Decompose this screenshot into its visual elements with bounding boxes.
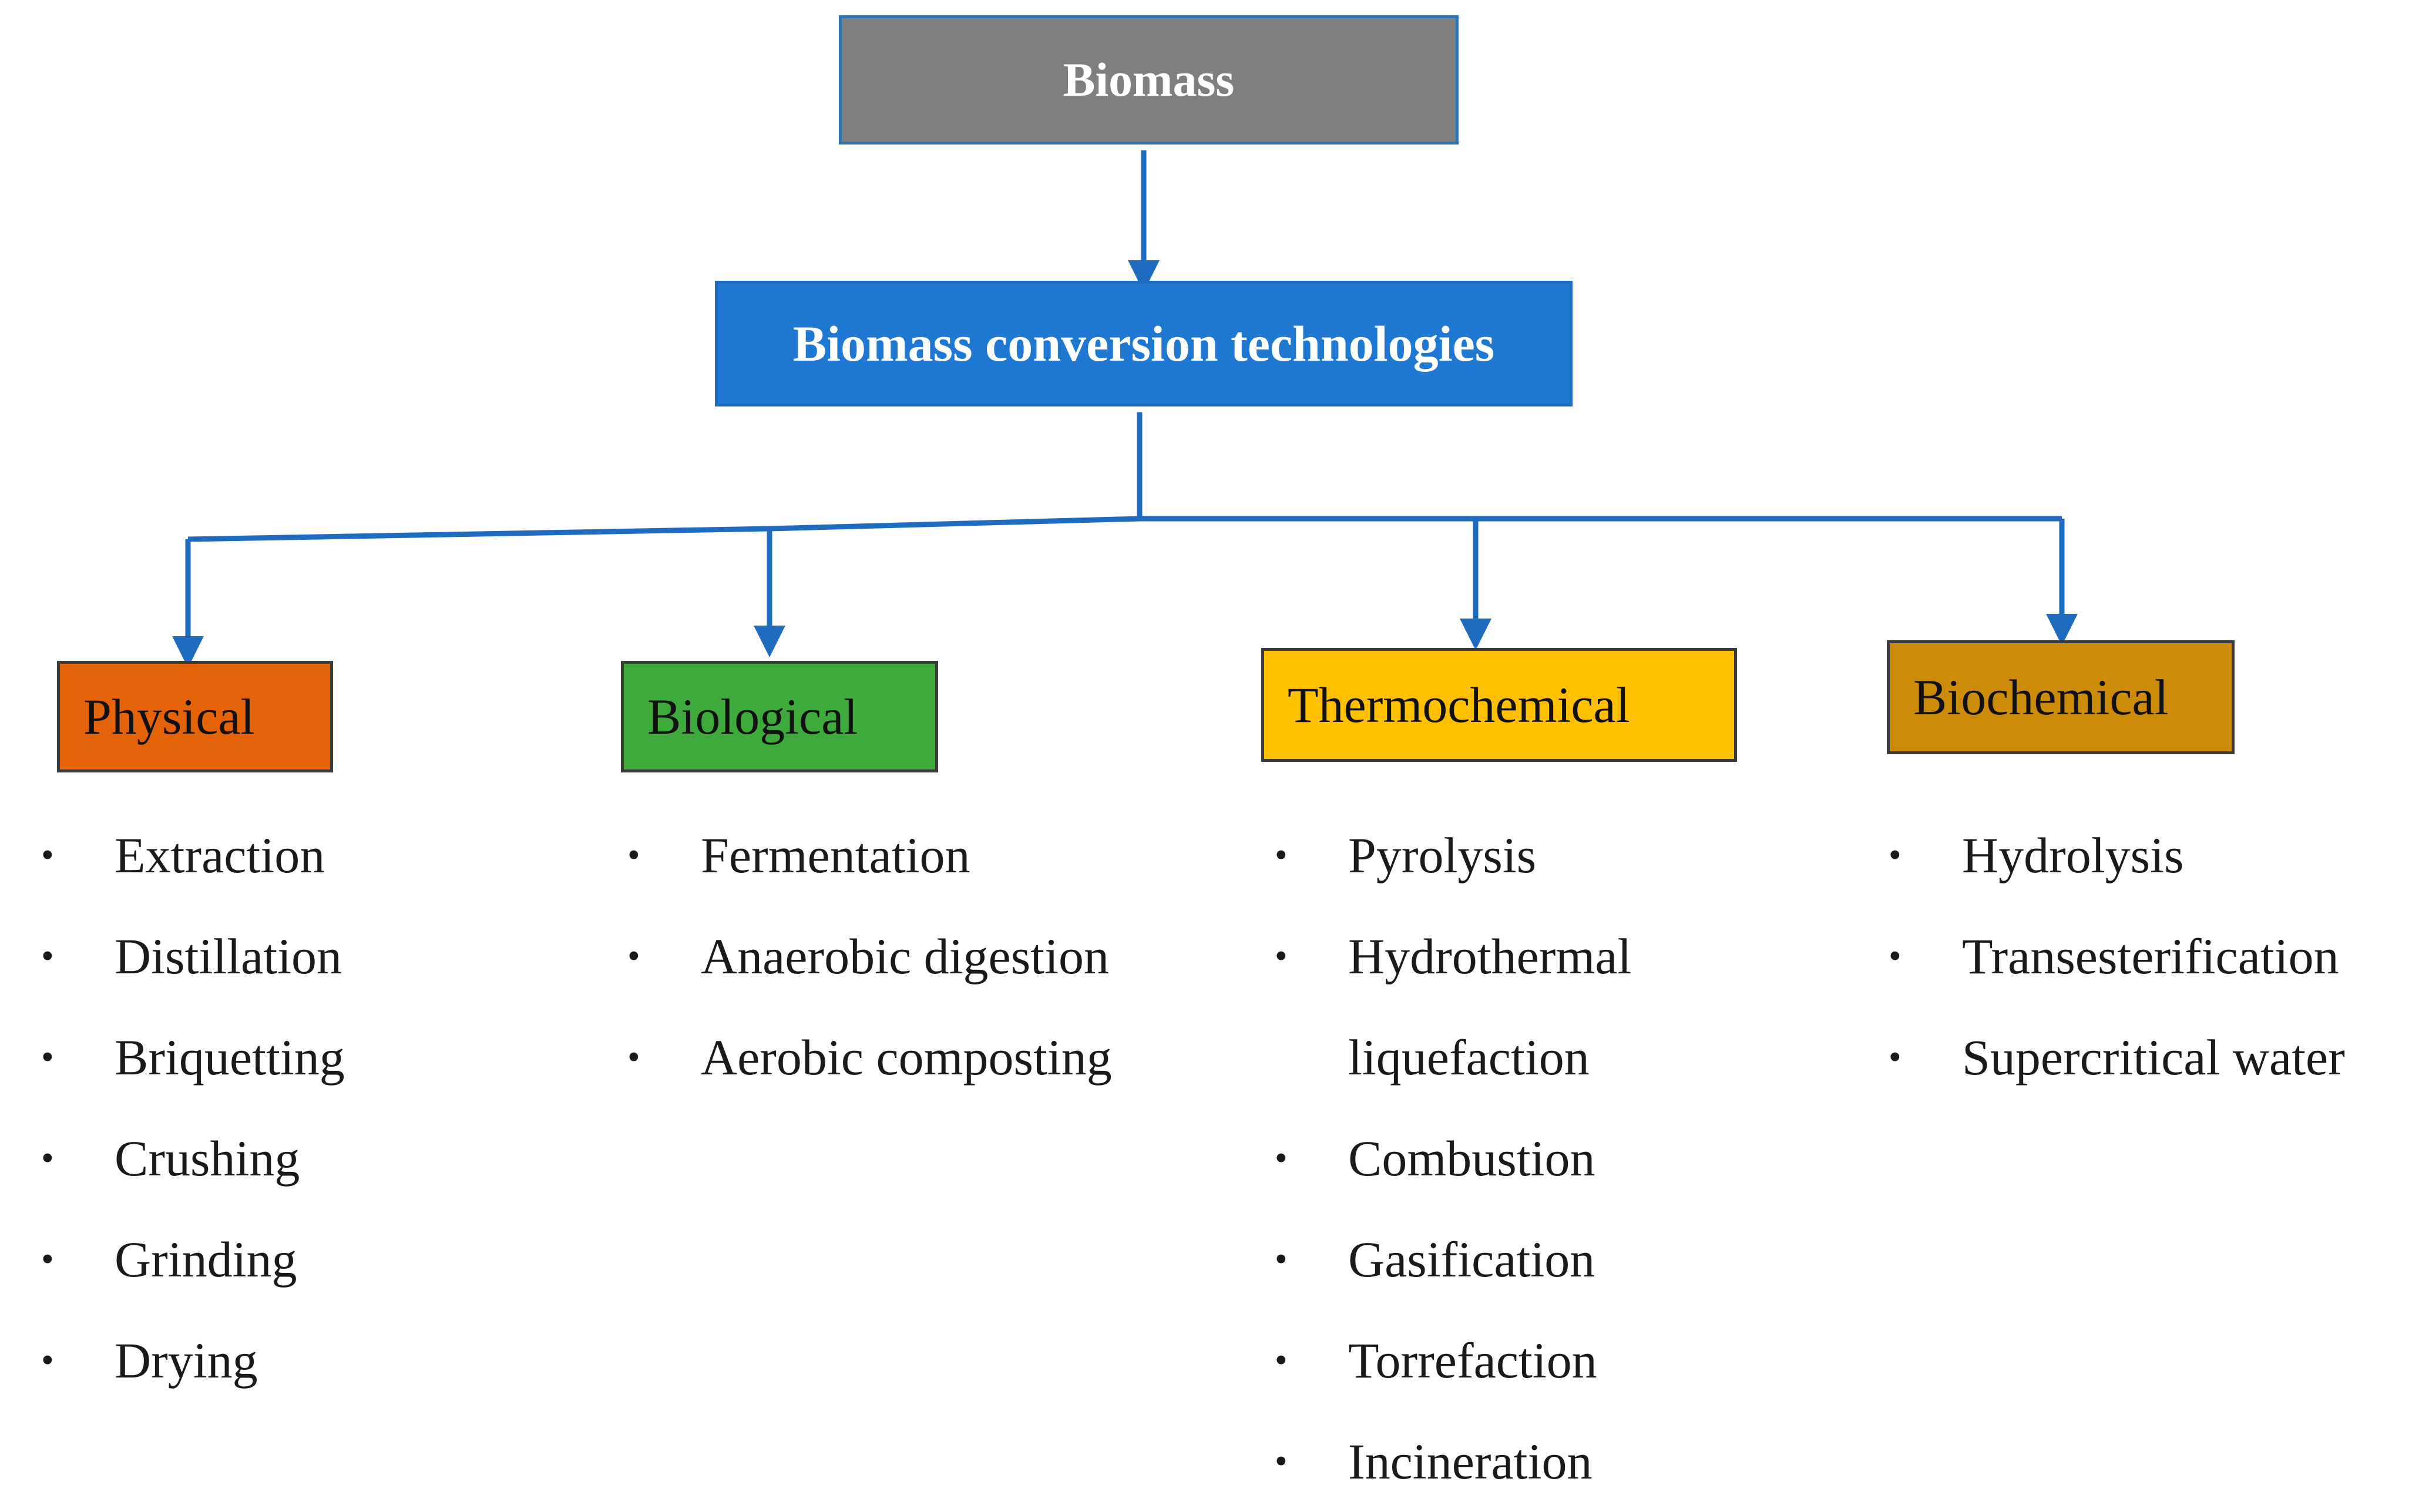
bullet-icon: • (41, 1138, 54, 1178)
biomass-root-label: Biomass (1063, 53, 1235, 106)
bullet-icon: • (1275, 1138, 1288, 1178)
physical-category-node: Physical (57, 661, 333, 772)
list-item-label: Drying (115, 1332, 258, 1389)
list-item-label: Incineration (1348, 1433, 1593, 1490)
bullet-icon: • (41, 936, 54, 976)
biological-category-node: Biological (621, 661, 938, 772)
bullet-icon: • (627, 835, 640, 875)
list-item-label: Distillation (115, 928, 342, 985)
conversion-technologies-node: Biomass conversion technologies (715, 281, 1573, 406)
list-item-label: Extraction (115, 827, 325, 883)
list-item-label: Gasification (1348, 1231, 1595, 1288)
bullet-icon: • (1889, 1037, 1901, 1077)
biomass-root-node: Biomass (839, 15, 1459, 145)
bullet-icon: • (1275, 936, 1288, 976)
bullet-icon: • (41, 1239, 54, 1279)
list-item-label: Briquetting (115, 1029, 345, 1086)
bullet-icon: • (1275, 1340, 1288, 1380)
biological-category-label: Biological (647, 688, 858, 745)
list-item-label: liquefaction (1348, 1029, 1590, 1086)
bullet-icon: • (41, 1340, 54, 1380)
physical-category-label: Physical (83, 688, 255, 745)
bullet-icon: • (1889, 835, 1901, 875)
biochemical-category-node: Biochemical (1887, 640, 2235, 754)
list-item-label: Hydrothermal (1348, 928, 1632, 985)
bullet-icon: • (1275, 1442, 1288, 1481)
bullet-icon: • (1889, 936, 1901, 976)
list-item-label: Grinding (115, 1231, 297, 1288)
bullet-icon: • (1275, 1239, 1288, 1279)
bullet-icon: • (41, 1037, 54, 1077)
list-item-label: Anaerobic digestion (701, 928, 1109, 985)
list-item-label: Transesterification (1962, 928, 2339, 985)
thermochemical-category-label: Thermochemical (1288, 677, 1630, 733)
bullet-icon: • (627, 1037, 640, 1077)
list-item-label: Aerobic composting (701, 1029, 1112, 1086)
branch-horizontal-line (187, 516, 2062, 542)
bullet-icon: • (627, 936, 640, 976)
list-item-label: Pyrolysis (1348, 827, 1537, 883)
list-item-label: Combustion (1348, 1130, 1595, 1187)
thermochemical-category-node: Thermochemical (1261, 648, 1737, 762)
bullet-icon: • (41, 835, 54, 875)
conversion-technologies-label: Biomass conversion technologies (792, 315, 1495, 372)
list-item-label: Crushing (115, 1130, 300, 1187)
list-item-label: Hydrolysis (1962, 827, 2184, 883)
list-item-label: Supercritical water (1962, 1029, 2345, 1086)
list-item-label: Fermentation (701, 827, 970, 883)
bullet-icon: • (1275, 835, 1288, 875)
biochemical-category-label: Biochemical (1913, 669, 2169, 725)
list-item-label: Torrefaction (1348, 1332, 1597, 1389)
